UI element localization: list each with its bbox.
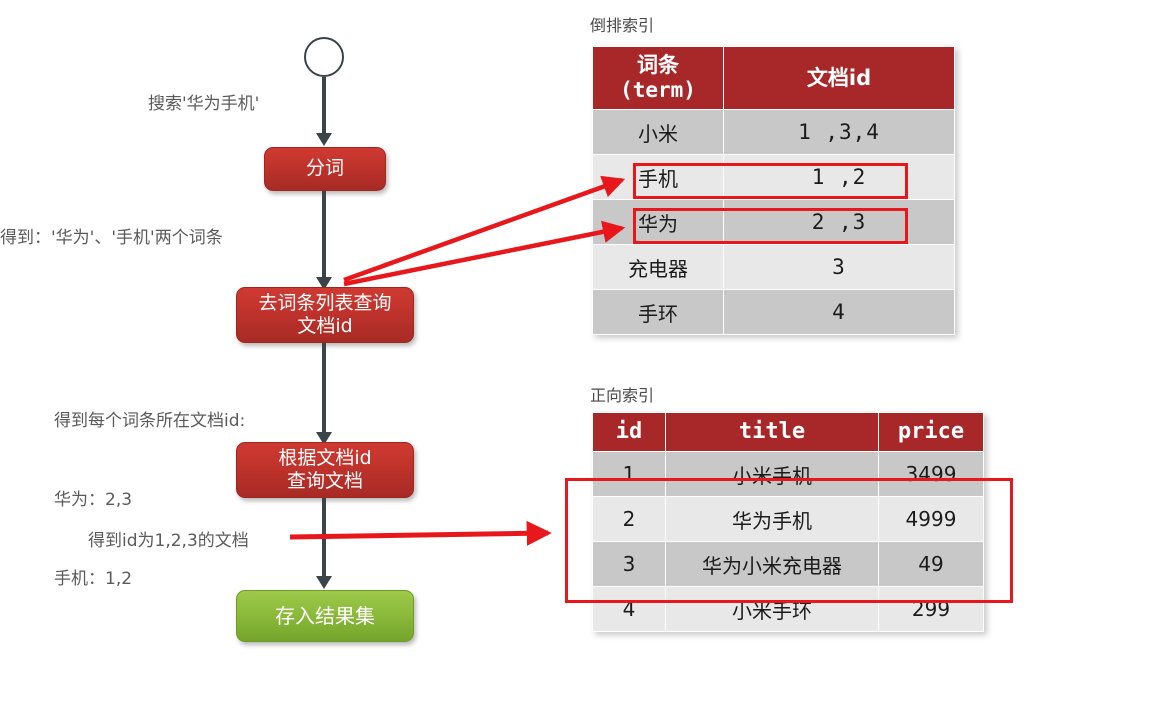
flow-caption-doc-ids: 得到每个词条所在文档id: 华为：2,3 手机：1,2 <box>54 355 245 618</box>
flow-box-query-terms-line2: 文档id <box>297 315 353 337</box>
arrow-to-shouji-row <box>343 175 626 283</box>
flow-connector-start-to-segment <box>322 77 326 135</box>
flow-box-query-terms-line1: 去词条列表查询 <box>258 291 392 314</box>
forward-index-table: id title price 1 小米手机 3499 2 华为手机 4999 3… <box>592 412 984 633</box>
arrow-to-huawei-row <box>343 220 626 287</box>
inverted-index-header-row: 词条 (term) 文档id <box>593 47 954 110</box>
inverted-index-cell-docids: 1 ,2 <box>724 155 954 200</box>
flow-caption-doc-ids-line3: 手机：1,2 <box>54 568 133 589</box>
flow-caption-doc-ids-line1: 得到每个词条所在文档id: <box>54 410 246 431</box>
table-row: 3 华为小米充电器 49 <box>593 542 983 587</box>
forward-index-cell-id: 2 <box>593 497 665 542</box>
forward-index-cell-price: 49 <box>879 542 983 587</box>
inverted-index-caption: 倒排索引 <box>590 16 655 35</box>
table-row: 充电器 3 <box>593 245 954 290</box>
forward-index-cell-price: 4999 <box>879 497 983 542</box>
forward-index-cell-price: 3499 <box>879 452 983 497</box>
inverted-index-header-term-line2: (term) <box>620 78 696 103</box>
forward-index-cell-title: 华为小米充电器 <box>666 542 878 587</box>
inverted-index-cell-docids: 2 ,3 <box>724 200 954 245</box>
inverted-index-cell-term: 小米 <box>593 110 723 155</box>
flow-caption-search: 搜索'华为手机' <box>148 94 260 114</box>
inverted-index-cell-term: 充电器 <box>593 245 723 290</box>
flow-connector-query-terms-to-query-docs <box>322 343 326 437</box>
forward-index-cell-price: 299 <box>879 587 983 632</box>
flow-box-query-docs[interactable]: 根据文档id 查询文档 <box>236 442 414 498</box>
flow-box-segment[interactable]: 分词 <box>264 147 386 191</box>
inverted-index-cell-term: 手环 <box>593 290 723 335</box>
flow-box-store-result[interactable]: 存入结果集 <box>236 590 414 642</box>
inverted-index-highlight-shouji <box>633 163 908 199</box>
forward-index-cell-title: 小米手机 <box>666 452 878 497</box>
inverted-index-header-term-line1: 词条 <box>637 53 679 77</box>
table-row: 2 华为手机 4999 <box>593 497 983 542</box>
forward-index-cell-title: 华为手机 <box>666 497 878 542</box>
arrow-to-forward-index <box>289 520 552 546</box>
flow-box-query-docs-line1: 根据文档id <box>278 446 372 469</box>
flow-caption-result-docs: 得到id为1,2,3的文档 <box>88 531 249 551</box>
inverted-index-highlight-huawei <box>633 208 908 244</box>
inverted-index-cell-docids: 1 ,3,4 <box>724 110 954 155</box>
forward-index-cell-id: 3 <box>593 542 665 587</box>
forward-index-caption: 正向索引 <box>590 386 655 405</box>
flow-arrowhead-query-terms-to-query-docs <box>316 432 332 445</box>
flow-box-query-docs-line2: 查询文档 <box>286 470 363 492</box>
flow-box-query-terms[interactable]: 去词条列表查询 文档id <box>236 287 414 343</box>
flow-caption-terms: 得到：'华为'、'手机'两个词条 <box>0 228 223 248</box>
flow-arrowhead-start-to-segment <box>316 133 332 146</box>
forward-index-table-wrap: id title price 1 小米手机 3499 2 华为手机 4999 3… <box>592 412 984 633</box>
flow-caption-doc-ids-line2: 华为：2,3 <box>54 489 133 510</box>
flow-connector-segment-to-query-terms <box>322 191 326 279</box>
forward-index-header-title: title <box>666 413 878 452</box>
forward-index-highlight-rows-1-3 <box>565 478 1013 603</box>
forward-index-header-row: id title price <box>593 413 983 452</box>
table-row: 手环 4 <box>593 290 954 335</box>
forward-index-header-price: price <box>879 413 983 452</box>
inverted-index-cell-docids: 3 <box>724 245 954 290</box>
forward-index-cell-id: 4 <box>593 587 665 632</box>
table-row: 小米 1 ,3,4 <box>593 110 954 155</box>
table-row: 1 小米手机 3499 <box>593 452 983 497</box>
inverted-index-header-term: 词条 (term) <box>593 47 723 110</box>
inverted-index-cell-docids: 4 <box>724 290 954 335</box>
forward-index-header-id: id <box>593 413 665 452</box>
inverted-index-header-docid: 文档id <box>724 47 954 110</box>
flow-arrowhead-segment-to-query-terms <box>316 277 332 290</box>
flow-arrowhead-query-docs-to-store <box>316 576 332 589</box>
flow-start-node <box>304 37 344 77</box>
